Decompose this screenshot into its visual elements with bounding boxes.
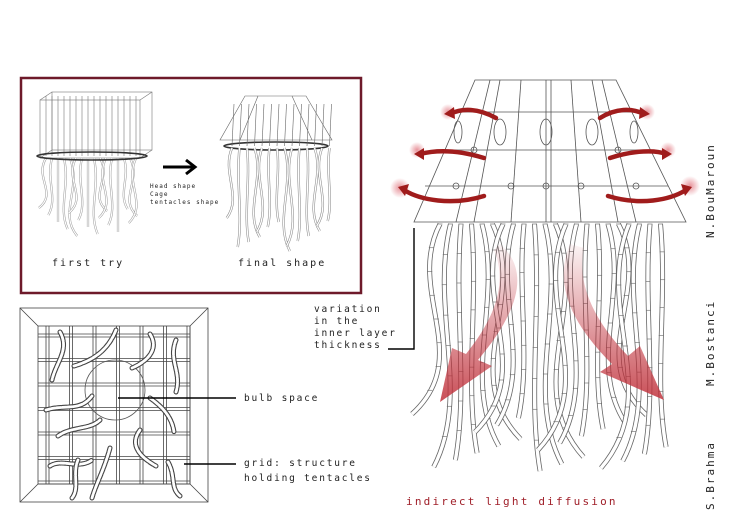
plan-view-drawing xyxy=(19,307,209,503)
variation-label: variation in the inner layer thickness xyxy=(314,304,397,351)
arrow-icon xyxy=(163,158,198,176)
head-arrows xyxy=(390,104,700,204)
author-2: M.Bostanci xyxy=(704,299,717,386)
grid-label-line2: holding tentacles xyxy=(244,473,372,484)
head-arrowheads xyxy=(398,107,692,196)
light-diffusion-arrows xyxy=(440,244,664,402)
grid-label-line1: grid: structure xyxy=(244,458,357,469)
author-1: S.Brahma xyxy=(704,441,717,510)
author-3: N.BouMaroun xyxy=(704,143,717,238)
light-diffusion-label: indirect light diffusion xyxy=(406,495,618,508)
variation-bracket xyxy=(388,228,415,350)
final-shape-label: final shape xyxy=(238,258,327,269)
first-try-label: first try xyxy=(52,258,125,269)
lamp-head-drawing xyxy=(413,79,687,223)
first-try-model xyxy=(36,91,153,237)
inset-frame xyxy=(19,76,363,295)
tentacles-drawing xyxy=(410,222,669,472)
final-shape-model xyxy=(219,95,333,252)
changes-label: Head shape Cage tentacles shape xyxy=(150,183,220,206)
bulb-space-label: bulb space xyxy=(244,393,320,404)
